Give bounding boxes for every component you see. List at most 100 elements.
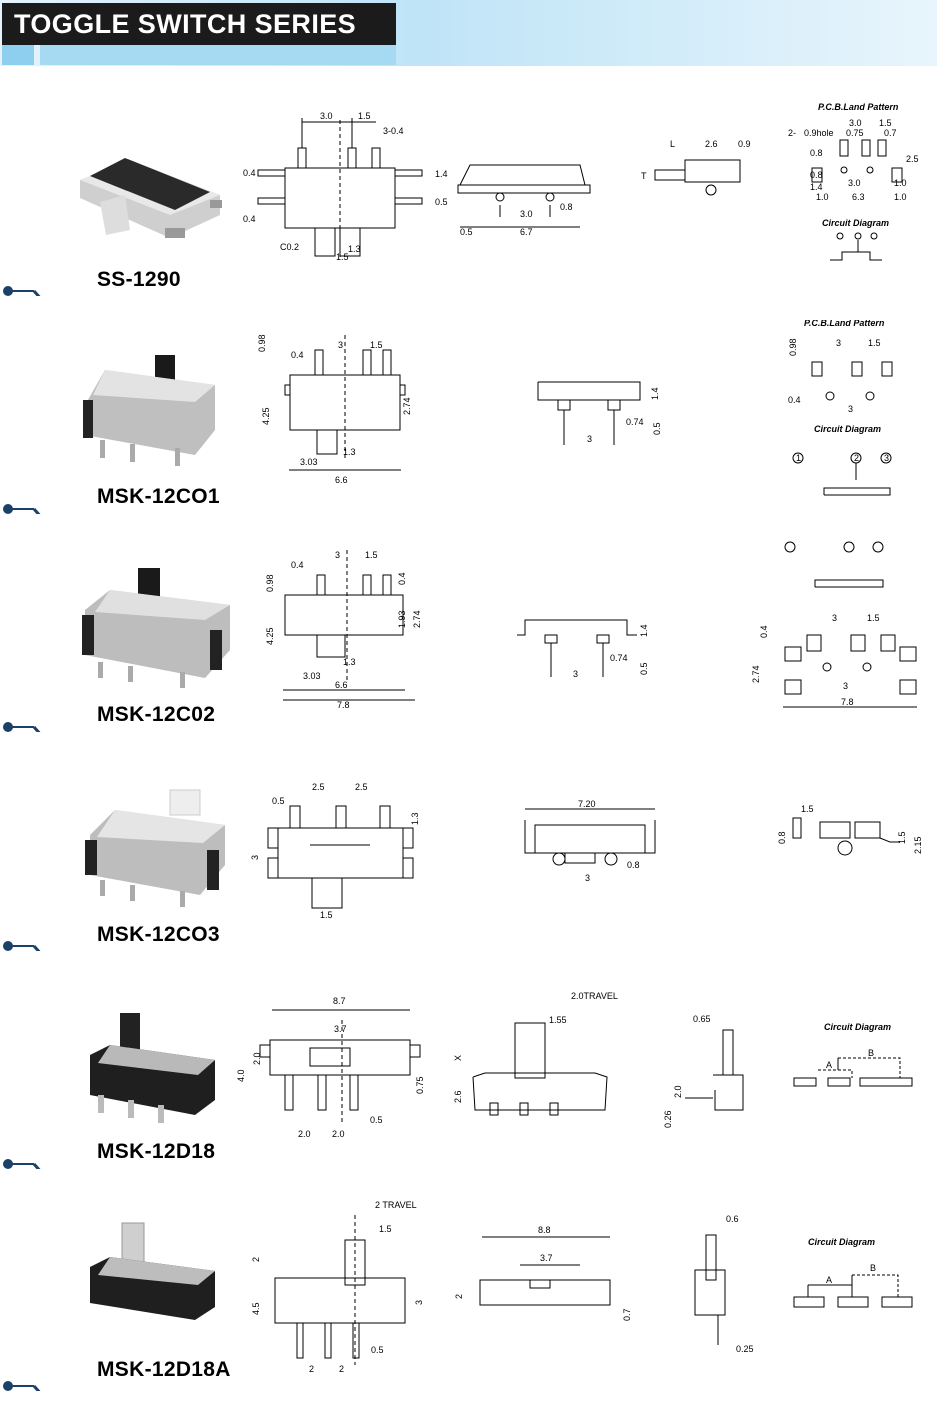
dim-label: 2.74 — [751, 665, 761, 683]
dim-label: 2- — [788, 128, 796, 138]
dim-label: 1.5 — [867, 613, 880, 623]
dim-label: 0.5 — [370, 1115, 383, 1125]
dim-label: 2.6 — [705, 139, 718, 149]
dim-label: 1.5 — [370, 340, 383, 350]
banner-accent-blocks — [2, 45, 396, 65]
dim-label: 0.98 — [257, 334, 267, 352]
dim-label: 2.0TRAVEL — [571, 991, 618, 1001]
top-view-drawing: 0.98 0.4 3 1.5 4.25 2.74 1.3 3.03 6.6 — [257, 334, 412, 485]
dim-label: 3.0 — [520, 209, 533, 219]
model-name: MSK-12C02 — [97, 703, 216, 726]
dim-label: 3 — [587, 434, 592, 444]
side-view-drawing: 7.20 3 0.8 — [524, 799, 656, 883]
dim-label: 2.74 — [412, 610, 422, 628]
dim-label: 3 — [836, 338, 841, 348]
dim-label: 2.0 — [673, 1085, 683, 1098]
section-ss-1290: SS-1290 3.0 1.5 3-0.4 0.4 0.4 C0.2 1.3 1… — [0, 80, 937, 310]
side-view-drawing: 1.4 0.74 0.5 3 — [537, 381, 662, 445]
dim-label: 3 — [335, 550, 340, 560]
dim-label: 2 — [251, 1257, 261, 1262]
dim-label: 3 — [832, 613, 837, 623]
section-separator — [3, 1159, 41, 1169]
dim-label: 2 — [309, 1364, 314, 1374]
dim-label: 0.4 — [759, 625, 769, 638]
circuit-label: A — [826, 1060, 832, 1070]
dim-label: 8.8 — [538, 1225, 551, 1235]
dim-label: 6.7 — [520, 227, 533, 235]
dim-label: 3-0.4 — [383, 126, 404, 136]
dim-label: 8.7 — [333, 996, 346, 1006]
section-separator — [3, 941, 41, 951]
dim-label: 3.0 — [849, 118, 862, 128]
top-view-drawing: 2 TRAVEL 1.5 2 4.5 3 0.5 2 2 — [251, 1200, 424, 1374]
side-view-drawing: 8.8 3.7 2 0.7 — [454, 1225, 632, 1321]
model-name: MSK-12CO1 — [97, 485, 220, 508]
dim-label: 0.98 — [788, 338, 798, 356]
dim-label: 0.4 — [243, 214, 256, 224]
end-view-drawing: 0.65 2.0 0.26 — [663, 1014, 744, 1128]
dim-label: 3 — [585, 873, 590, 883]
dim-label: 0.8 — [777, 831, 787, 844]
accent-block — [2, 45, 34, 65]
dim-label: 2.5 — [312, 782, 325, 792]
dim-label: 6.3 — [852, 192, 865, 202]
dim-label: 7.8 — [337, 700, 350, 710]
model-name: MSK-12D18 — [97, 1140, 216, 1163]
dim-label: 4.5 — [251, 1302, 261, 1315]
circuit-diagram: Circuit Diagram A B — [793, 1237, 913, 1308]
circuit-diagram: Circuit Diagram A B — [793, 1022, 913, 1087]
dim-label: 0.4 — [397, 572, 407, 585]
dim-label: 0.5 — [460, 227, 473, 235]
dim-label: 1.0 — [816, 192, 829, 202]
top-view-drawing: 2.5 2.5 0.5 1.3 3 1.5 — [250, 782, 420, 920]
pcb-title: P.C.B.Land Pattern — [804, 320, 885, 328]
header-banner: TOGGLE SWITCH SERIES — [0, 0, 937, 66]
dim-label: 1.93 — [397, 610, 407, 628]
dim-label: 0.26 — [663, 1110, 673, 1128]
section-separator — [3, 504, 41, 514]
dim-label: 0.6 — [726, 1214, 739, 1224]
side-view-drawing: 1.4 0.5 3.0 0.8 0.5 6.7 — [435, 164, 591, 235]
pin-number: 1 — [796, 453, 801, 463]
dim-label: 1.5 — [801, 804, 814, 814]
dim-label: 0.5 — [435, 197, 448, 207]
dim-label: 1.5 — [358, 111, 371, 121]
dim-label: C0.2 — [280, 242, 299, 252]
dim-label: 4.25 — [265, 627, 275, 645]
dim-label: 2.5 — [906, 154, 919, 164]
pcb-land-pattern: P.C.B.Land Pattern 0.98 3 1.5 0.4 3 Circ… — [788, 320, 893, 496]
end-view-drawing: 0.6 0.25 — [694, 1214, 754, 1354]
top-view-drawing: 8.7 3.7 2.0 4.0 0.75 2.0 2.0 0.5 — [236, 996, 425, 1139]
section-msk-12co1: MSK-12CO1 0.98 0.4 3 1.5 4.25 2.74 1.3 3… — [0, 320, 937, 520]
dim-label: 1.4 — [435, 169, 448, 179]
section-msk-12co3: MSK-12CO3 2.5 2.5 0.5 1.3 3 1.5 7.20 3 0… — [0, 760, 937, 950]
dim-label: 0.8 — [810, 170, 823, 180]
circuit-label: B — [868, 1048, 874, 1058]
dim-label: 0.75 — [415, 1076, 425, 1094]
dim-label: T — [641, 171, 647, 181]
dim-label: 0.5 — [652, 422, 662, 435]
dim-label: 1.4 — [639, 624, 649, 637]
dim-label: 0.5 — [272, 796, 285, 806]
dim-label: X — [453, 1055, 463, 1061]
circuit-title: Circuit Diagram — [808, 1237, 875, 1247]
dim-label: 0.9hole — [804, 128, 834, 138]
dim-label: 3.0 — [848, 178, 861, 188]
dim-label: 1.0 — [894, 192, 907, 202]
dim-label: 3 — [414, 1300, 424, 1305]
pcb-land-pattern: 3 1.5 0.4 2.74 3 7.8 — [751, 541, 917, 708]
product-photo — [80, 158, 222, 238]
dim-label: 0.74 — [626, 417, 644, 427]
dim-label: 0.4 — [291, 560, 304, 570]
dim-label: 0.5 — [639, 662, 649, 675]
end-view-drawing: L 2.6 0.9 T — [641, 139, 751, 196]
dim-label: 1.4 — [650, 387, 660, 400]
dim-label: 1.0 — [894, 178, 907, 188]
section-separator — [3, 722, 41, 732]
section-separator — [3, 1381, 41, 1391]
dim-label: 4.0 — [236, 1069, 246, 1082]
circuit-title: Circuit Diagram — [814, 424, 881, 434]
dim-label: 1.5 — [379, 1224, 392, 1234]
product-photo — [83, 355, 215, 466]
dim-label: 0.8 — [810, 148, 823, 158]
